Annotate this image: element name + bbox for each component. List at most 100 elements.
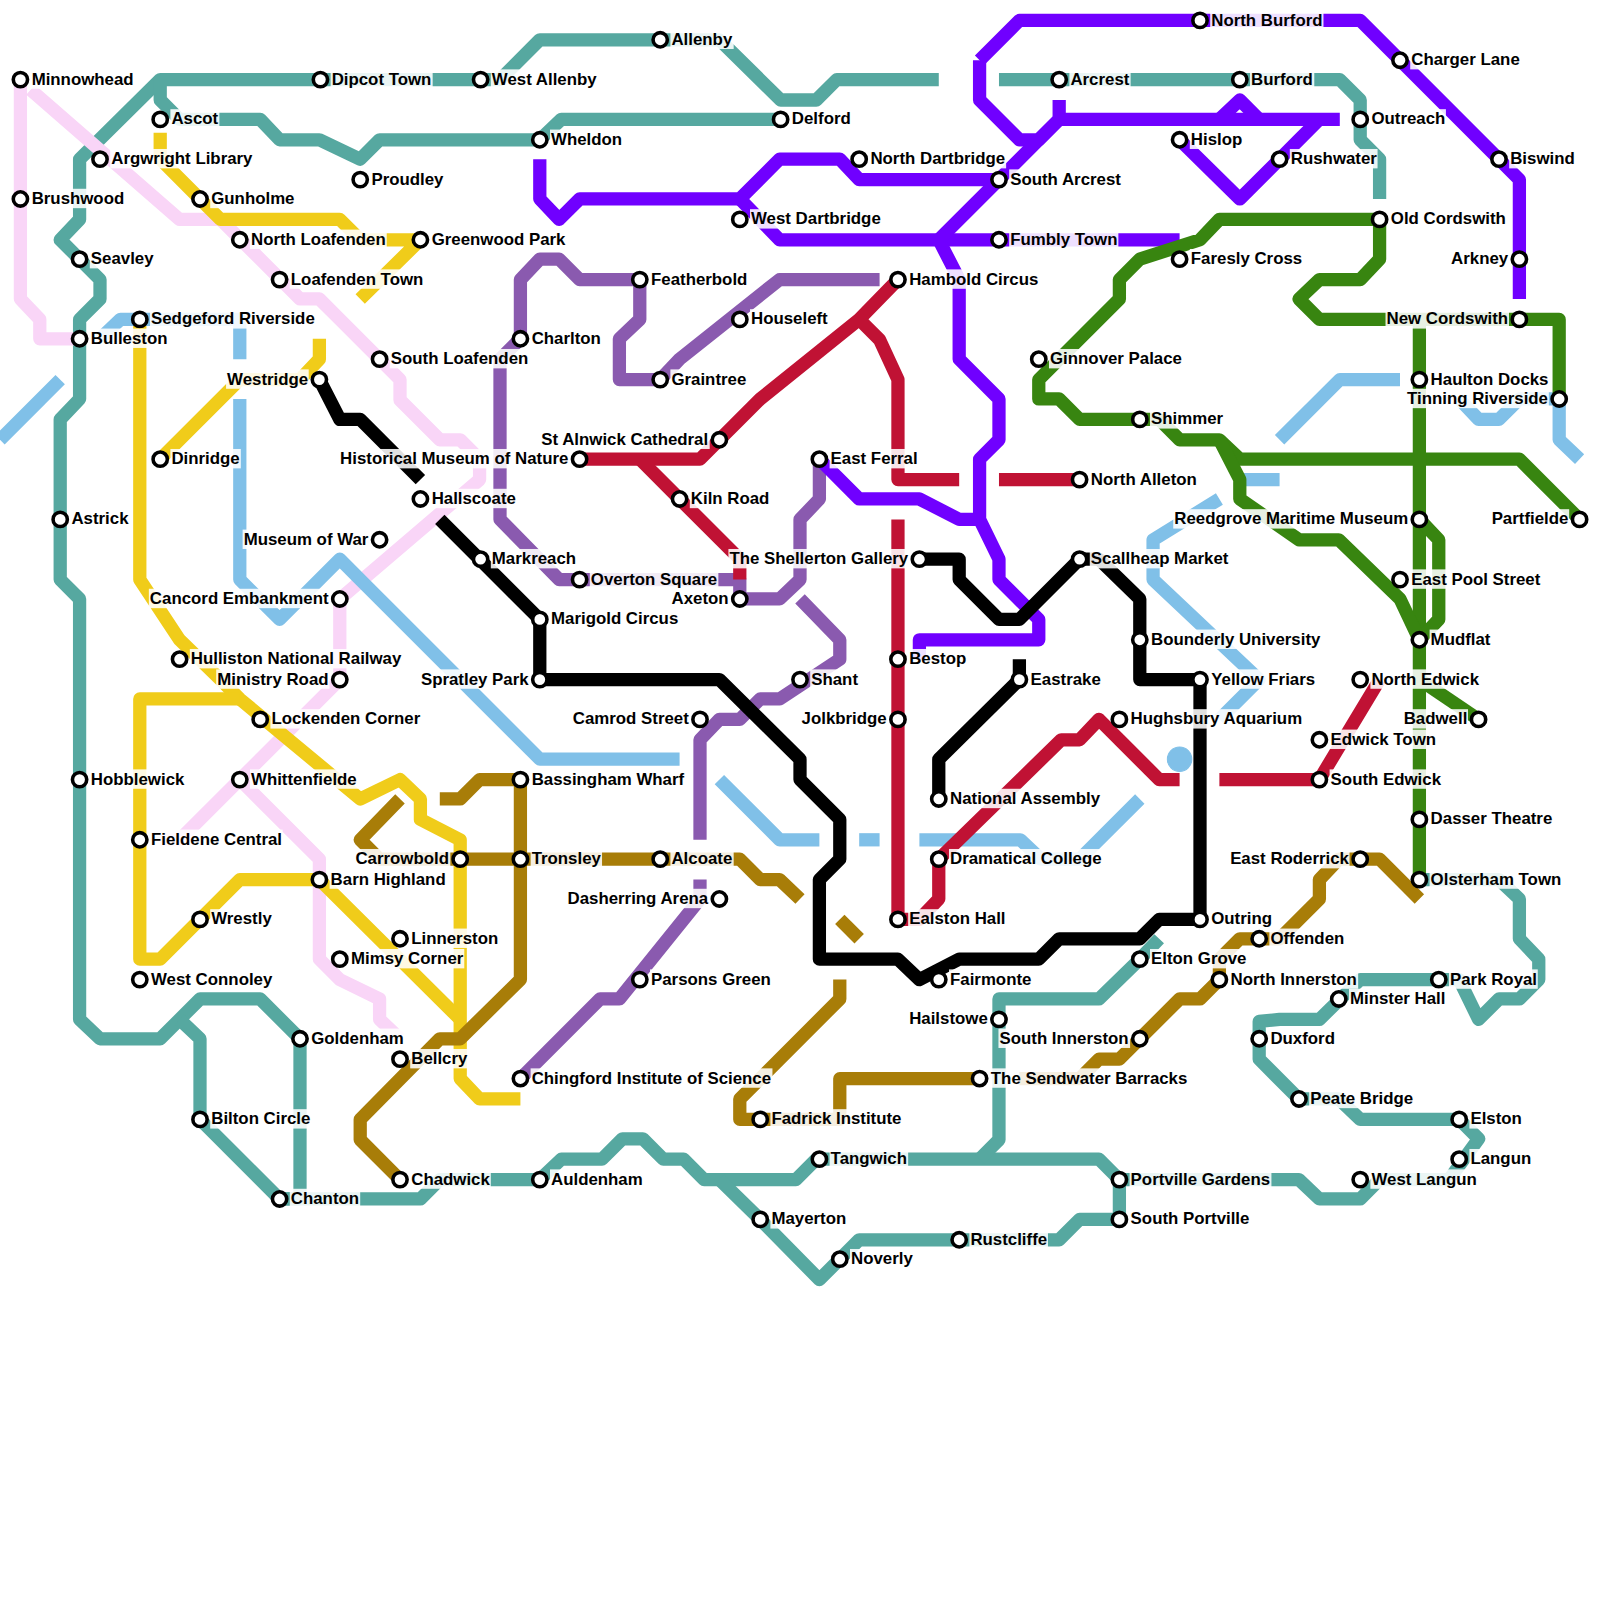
station-label: Argwright Library: [110, 149, 253, 168]
station-marker: [1072, 552, 1086, 566]
station-marker: [1353, 852, 1367, 866]
station-label: West Dartbridge: [750, 209, 882, 228]
station-label: Hailstowe: [908, 1009, 989, 1028]
station-label: Wheldon: [550, 130, 623, 149]
station-marker: [1332, 992, 1346, 1006]
station-marker: [393, 1172, 407, 1186]
pink-line: [20, 80, 479, 1039]
station-marker: [733, 212, 747, 226]
station-marker: [972, 1071, 986, 1085]
station-marker: [72, 772, 86, 786]
station-marker: [653, 372, 667, 386]
station-label: Greenwood Park: [431, 230, 567, 249]
station-label: Featherbold: [650, 269, 748, 288]
station-marker: [172, 652, 186, 666]
station-label: South Loafenden: [390, 349, 530, 368]
station-label: Markreach: [491, 549, 577, 568]
line-segment: [939, 659, 1020, 799]
station-marker: [1512, 312, 1526, 326]
station-label: Gunholme: [210, 189, 295, 208]
station-marker: [513, 772, 527, 786]
station-label: Goldenham: [310, 1029, 405, 1048]
station-marker: [93, 152, 107, 166]
station-marker: [1212, 972, 1226, 986]
station-marker: [1052, 72, 1066, 86]
station-label: Seavley: [90, 249, 155, 268]
violet-line: [540, 20, 1520, 659]
station-marker: [712, 433, 726, 447]
station-marker: [473, 72, 487, 86]
line-segment: [360, 780, 520, 1180]
station-label: Tangwich: [830, 1149, 908, 1168]
station-marker: [793, 672, 807, 686]
station-marker: [293, 1032, 307, 1046]
station-label: Bounderly University: [1150, 630, 1321, 649]
station-marker: [852, 152, 866, 166]
station-label: Spratley Park: [420, 669, 530, 688]
station-marker: [1452, 1152, 1466, 1166]
station-label: Hislop: [1190, 130, 1243, 149]
station-label: Graintree: [670, 369, 747, 388]
station-label: Burford: [1250, 69, 1314, 88]
station-label: Axeton: [670, 589, 729, 608]
station-label: North Dartbridge: [869, 149, 1006, 168]
station-marker: [891, 272, 905, 286]
station-marker: [1112, 1172, 1126, 1186]
station-marker: [891, 912, 905, 926]
station-label: Dipcot Town: [331, 69, 433, 88]
station-label: Shimmer: [1150, 409, 1224, 428]
station-label: Langun: [1469, 1149, 1532, 1168]
station-label: Fumbly Town: [1009, 230, 1118, 249]
station-marker: [1512, 252, 1526, 266]
station-marker: [513, 332, 527, 346]
station-marker: [773, 112, 787, 126]
station-marker: [1172, 133, 1186, 147]
station-marker: [1193, 13, 1207, 27]
station-marker: [1393, 53, 1407, 67]
station-marker: [1471, 712, 1485, 726]
line-segment: [440, 519, 1200, 979]
station-marker: [1432, 972, 1446, 986]
station-label: Badwell: [1403, 709, 1469, 728]
station-label: Hulliston National Railway: [190, 649, 403, 668]
station-marker: [891, 652, 905, 666]
station-label: Bassingham Wharf: [531, 769, 686, 788]
station-marker: [533, 672, 547, 686]
station-label: Marigold Circus: [550, 609, 679, 628]
station-marker: [133, 972, 147, 986]
station-label: South Arcrest: [1009, 169, 1122, 188]
station-marker: [1252, 1032, 1266, 1046]
green-line: [1039, 219, 1580, 879]
station-marker: [233, 233, 247, 247]
line-segment: [1299, 219, 1559, 399]
line-segment: [719, 1180, 1119, 1280]
station-marker: [153, 452, 167, 466]
station-label: Eastrake: [1030, 669, 1102, 688]
station-label: Charlton: [531, 329, 602, 348]
station-label: Arcrest: [1069, 69, 1130, 88]
station-label: Ginnover Palace: [1049, 349, 1183, 368]
station-marker: [1572, 512, 1586, 526]
station-marker: [133, 312, 147, 326]
station-label: Proudley: [370, 169, 444, 188]
station-marker: [13, 192, 27, 206]
line-segment: [859, 833, 879, 846]
station-label: Ealston Hall: [908, 909, 1006, 928]
station-label: Barn Highland: [330, 869, 447, 888]
station-marker: [891, 712, 905, 726]
station-marker: [372, 533, 386, 547]
station-marker: [533, 612, 547, 626]
station-label: Biswind: [1509, 149, 1576, 168]
station-marker: [193, 912, 207, 926]
station-marker: [672, 492, 686, 506]
station-label: Carrowbold: [354, 849, 450, 868]
station-label: Hallscoate: [431, 489, 517, 508]
station-label: South Innerston: [998, 1029, 1129, 1048]
station-label: Minnowhead: [31, 69, 135, 88]
station-label: Haulton Docks: [1430, 369, 1550, 388]
station-label: West Langun: [1370, 1169, 1477, 1188]
station-label: Edwick Town: [1330, 730, 1437, 749]
station-marker: [153, 112, 167, 126]
line-segment: [1219, 100, 1259, 119]
